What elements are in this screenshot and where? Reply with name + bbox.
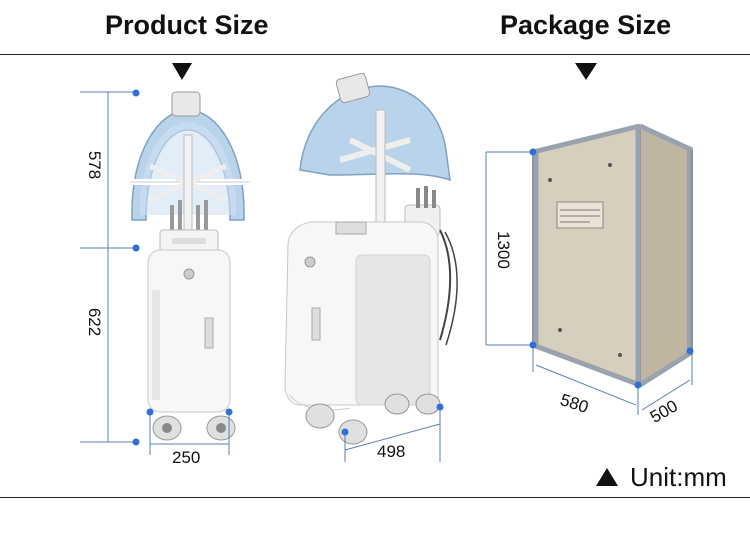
machine-side-image	[284, 72, 458, 445]
package-size-heading: Package Size	[500, 10, 672, 40]
crate-image	[532, 123, 694, 388]
upper-height-label: 578	[85, 150, 105, 180]
box-height-label: 1300	[493, 231, 513, 269]
top-divider	[0, 54, 750, 55]
unit-label: Unit:mm	[630, 462, 727, 492]
dimension-lines	[80, 91, 693, 462]
machine-front-image	[130, 91, 250, 441]
dimension-dots	[132, 89, 694, 446]
triangle-down-icon	[575, 63, 597, 80]
front-width-label: 250	[172, 448, 201, 467]
triangle-up-icon	[596, 468, 618, 486]
side-depth-label: 498	[377, 442, 406, 461]
triangle-down-icon	[172, 63, 192, 80]
bottom-divider	[0, 497, 750, 498]
product-size-heading: Product Size	[105, 10, 269, 40]
lower-height-label: 622	[85, 307, 105, 337]
